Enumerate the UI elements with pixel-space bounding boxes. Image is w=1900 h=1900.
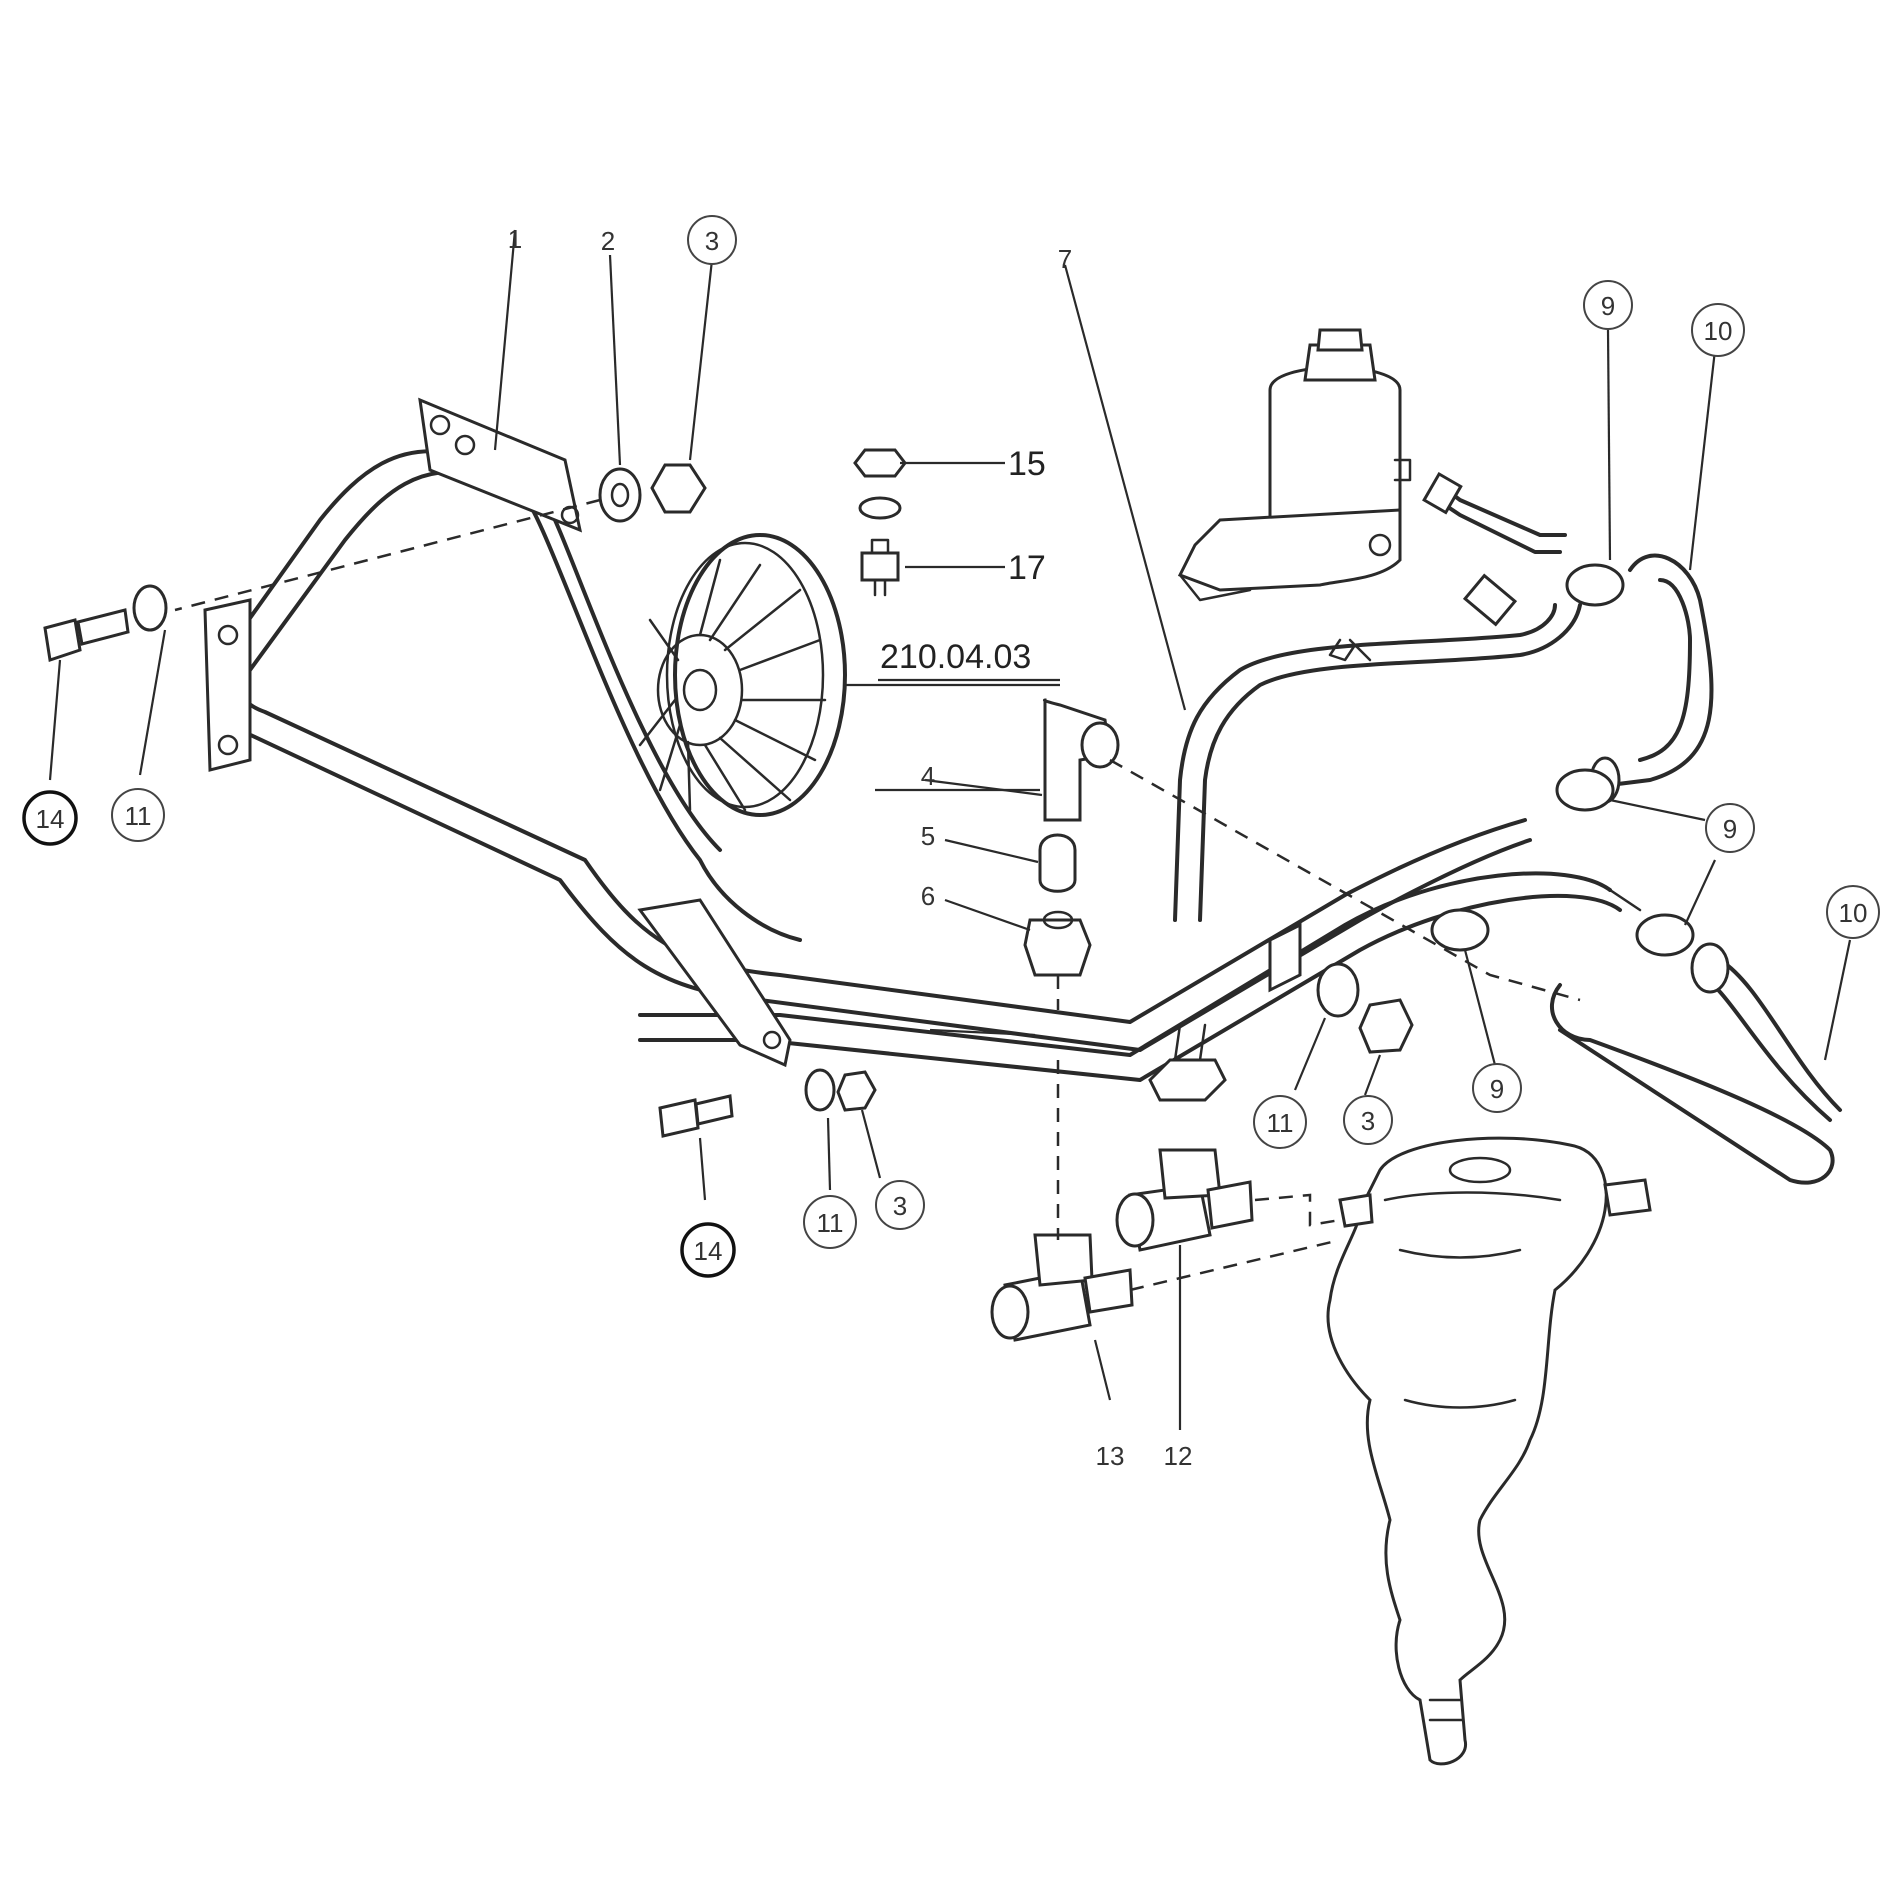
hoses [1549, 553, 1842, 1185]
callout-3-bottom: 3 [893, 1191, 907, 1221]
callout-11-circle [803, 1195, 857, 1249]
hose-clamps [1430, 563, 1695, 957]
callout-9-circle [1583, 280, 1633, 330]
callout-13: 13 [1096, 1441, 1125, 1471]
callout-14-left: 14 [36, 804, 65, 834]
assembly-ref-label: 210.04.03 [880, 638, 1031, 676]
callout-3-circle [875, 1180, 925, 1230]
return-hose [1148, 573, 1582, 1102]
callout-14-circle [680, 1222, 736, 1278]
callout-11-circle [111, 788, 165, 842]
callout-9-circle [1705, 803, 1755, 853]
callout-10-top: 10 [1704, 316, 1733, 346]
leader-lines [48, 229, 1852, 1430]
callout-2: 2 [601, 226, 615, 256]
callout-12: 12 [1164, 1441, 1193, 1471]
callout-9-circle [1472, 1063, 1522, 1113]
callout-5: 5 [921, 821, 935, 851]
callout-11-bottom: 11 [817, 1208, 844, 1238]
callout-15: 15 [1008, 445, 1046, 483]
callout-3-circle [687, 215, 737, 265]
callout-17: 17 [1008, 549, 1046, 587]
callout-3-top: 3 [705, 226, 719, 256]
fittings-4-5-6 [1023, 698, 1120, 977]
callout-14-circle [22, 790, 78, 846]
callout-11-right: 11 [1267, 1108, 1294, 1138]
callout-6: 6 [921, 881, 935, 911]
callout-3-right: 3 [1361, 1106, 1375, 1136]
tee-fittings [990, 1148, 1254, 1342]
callout-9-right: 9 [1723, 814, 1737, 844]
callouts: 1 2 3 3 3 4 5 6 7 9 9 9 10 10 11 11 11 1… [22, 215, 1880, 1471]
callout-11-left: 11 [125, 801, 152, 831]
callout-4: 4 [921, 761, 935, 791]
callout-14-bottom: 14 [694, 1236, 723, 1266]
callout-1: 1 [508, 224, 522, 254]
cooling-fan [638, 533, 847, 817]
callout-7: 7 [1058, 244, 1072, 274]
callout-11-circle [1253, 1095, 1307, 1149]
callout-10-circle [1826, 885, 1880, 939]
cooler-pipe-frame [203, 397, 1642, 1082]
assembly-lines [174, 498, 1581, 1292]
steering-gearbox [1326, 1136, 1652, 1766]
callout-3-circle [1343, 1095, 1393, 1145]
callout-9-top: 9 [1601, 291, 1615, 321]
nut-washer-set [853, 448, 907, 597]
pressure-line-small [1422, 471, 1567, 554]
callout-10-circle [1691, 303, 1745, 357]
callout-9-bottom: 9 [1490, 1074, 1504, 1104]
callout-10-bottom: 10 [1839, 898, 1868, 928]
pump-reservoir [1177, 328, 1412, 602]
fasteners [43, 463, 1414, 1138]
